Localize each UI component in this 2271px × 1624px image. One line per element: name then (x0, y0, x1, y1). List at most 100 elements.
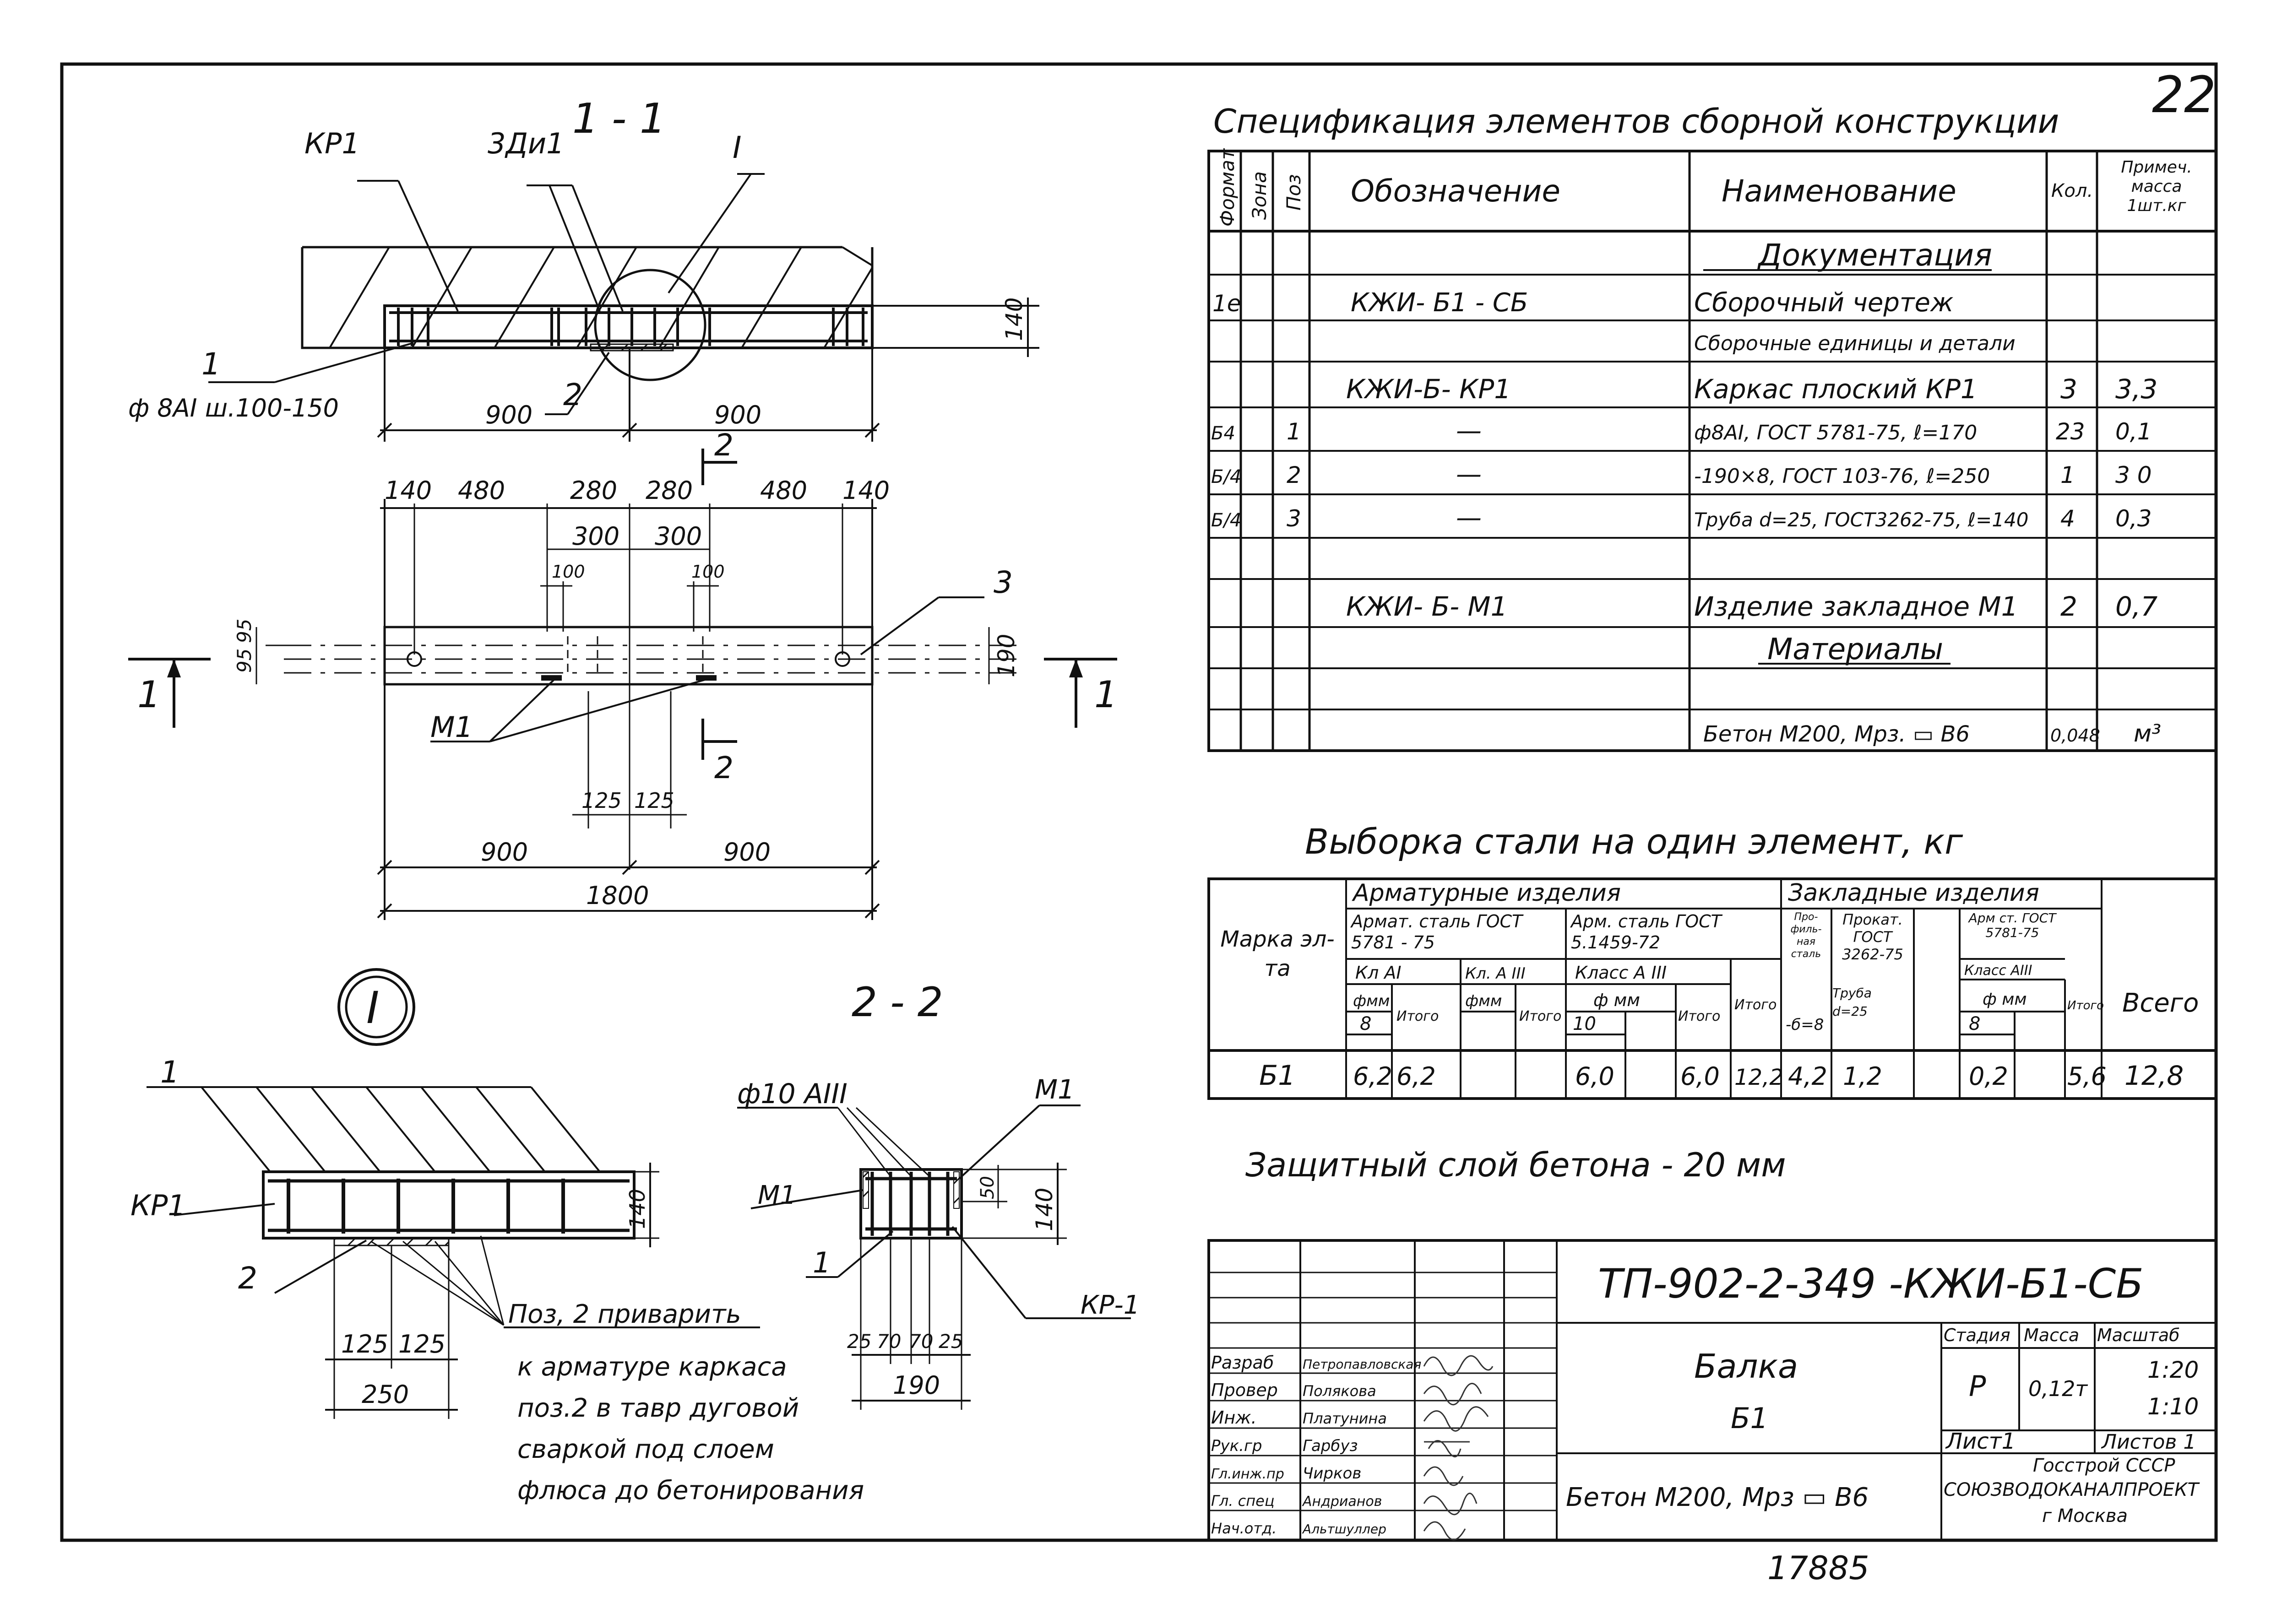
section-1-1: 1 - 1 (128, 95, 1039, 442)
stamp-role-6: Гл. спец (1211, 1492, 1275, 1510)
title-block: ТП-902-2-349 -КЖИ-Б1-СБ Балка Б1 Бетон М… (1207, 1239, 2217, 1542)
node-dim-125-right: 125 (398, 1330, 446, 1359)
steel-h-itogo-1: Итого (1396, 1008, 1439, 1024)
steel-r-v3: 4,2 (1788, 1062, 1827, 1091)
node-dim-250: 250 (362, 1380, 409, 1409)
spec-r1-designation: КЖИ- Б1 - СБ (1351, 288, 1528, 318)
dim-300-right: 300 (655, 522, 702, 551)
spec-r3-designation: КЖИ-Б- КР1 (1346, 374, 1511, 405)
protective-layer-note: Защитный слой бетона - 20 мм (1245, 1146, 1786, 1184)
spec-r6-qty: 4 (2060, 505, 2075, 532)
steel-r-v5: 0,2 (1969, 1062, 2008, 1091)
stamp-sheets: Листов 1 (2101, 1430, 2196, 1454)
steel-h-truba: Труба d=25 (1832, 985, 1872, 1019)
dim-top-480-left: 480 (458, 476, 505, 505)
stamp-massa: 0,12т (2028, 1376, 2088, 1401)
spec-r5-name: -190×8, ГОСТ 103-76, ℓ=250 (1694, 465, 1990, 488)
spec-r4-name: ф8АI, ГОСТ 5781-75, ℓ=170 (1694, 421, 1977, 444)
dim-top-280-right: 280 (646, 476, 693, 505)
s22-dim-25-left: 25 (847, 1330, 871, 1353)
spec-h-note: Примеч. масса 1шт.кг (2121, 158, 2192, 215)
label-kr1: КР1 (304, 127, 360, 160)
spec-r5-qty: 1 (2060, 462, 2075, 488)
steel-h-fmm: фмм (1353, 992, 1390, 1010)
stamp-org-2: СОЮЗВОДОКАНАЛПРОЕКТ (1944, 1479, 2200, 1500)
steel-r-itogo: 12,2 (1734, 1065, 1783, 1090)
s22-dim-140: 140 (1031, 1188, 1058, 1231)
cut-2-top: 2 (714, 428, 733, 463)
spec-r10-note: м³ (2134, 720, 2161, 747)
s22-dim-25-right: 25 (939, 1330, 963, 1353)
s22-dim-190: 190 (893, 1371, 940, 1400)
spec-h-name: Наименование (1722, 173, 1956, 209)
section-2-2-title: 2 - 2 (852, 979, 943, 1026)
steel-h-fmm3: ф мм (1593, 990, 1640, 1010)
spec-row-documentation: Документация (1757, 238, 1992, 273)
steel-r-vsego: 12,8 (2124, 1060, 2184, 1091)
weld-note-line-3: поз.2 в тавр дуговой (517, 1393, 799, 1423)
stamp-person-1: Петропавловская (1303, 1357, 1421, 1372)
node-i-detail: I 2 - 2 1 КР1 2 (130, 968, 943, 1505)
page-number: 22 (2152, 65, 2216, 124)
stamp-mark: Б1 (1731, 1402, 1768, 1435)
spec-r8-name: Изделие закладное М1 (1694, 591, 2018, 622)
steel-table: Выборка стали на один элемент, кг (1207, 821, 2217, 1100)
dim-100-left: 100 (552, 562, 585, 582)
steel-h-marka: Марка эл-та (1220, 926, 1335, 981)
spec-r8-mass: 0,7 (2115, 591, 2157, 622)
stamp-role-2: Провер (1211, 1380, 1278, 1400)
dim-900-left: 900 (485, 401, 532, 429)
label-pos3: 3 (994, 565, 1013, 600)
spec-r6-format: Б/4 (1211, 510, 1241, 531)
steel-r-v2t: 6,0 (1680, 1062, 1720, 1091)
stamp-h-massa: Масса (2024, 1325, 2079, 1345)
node-pos1: 1 (160, 1055, 179, 1090)
steel-r-v2: 6,0 (1575, 1062, 1614, 1091)
label-pos1: 1 (201, 346, 221, 382)
s22-pos1: 1 (813, 1246, 831, 1279)
weld-note-line-5: флюса до бетонирования (517, 1476, 864, 1505)
stamp-role-1: Разраб (1211, 1353, 1274, 1373)
label-m1: M1 (430, 710, 473, 744)
stamp-person-7: Альтшуллер (1302, 1521, 1386, 1537)
dim-100-right: 100 (691, 562, 725, 582)
steel-h-fmm2: фмм (1465, 992, 1502, 1010)
node-kr1: КР1 (130, 1189, 186, 1222)
stamp-name: Балка (1694, 1347, 1798, 1386)
node-circle-label: I (366, 982, 379, 1034)
spec-r4-designation: — (1456, 416, 1482, 446)
stamp-h-masshtab: Масштаб (2097, 1325, 2180, 1345)
steel-h-d10: 10 (1573, 1013, 1596, 1034)
sheet-frame (60, 62, 2218, 1542)
stamp-role-4: Рук.гр (1211, 1437, 1262, 1455)
dim-top-140-left: 140 (385, 476, 432, 505)
stamp-h-stadia: Стадия (1944, 1325, 2010, 1345)
dim-1800: 1800 (586, 881, 649, 910)
dim-125-right: 125 (634, 788, 674, 813)
steel-r-v4: 1,2 (1843, 1062, 1882, 1091)
dim-300-left: 300 (572, 522, 619, 551)
steel-h-klass3: Класс АIII (1964, 963, 2032, 979)
dim-95-upper: 95 (233, 619, 255, 643)
label-rebar: ф 8АI ш.100-150 (128, 394, 339, 422)
dim-900-bottom-right: 900 (723, 838, 771, 866)
stamp-person-4: Гарбуз (1303, 1437, 1358, 1455)
spec-r1-format: 1е (1212, 290, 1241, 317)
node-pos2: 2 (238, 1261, 257, 1296)
label-node-i: I (733, 130, 741, 165)
dim-900-bottom-left: 900 (481, 838, 528, 866)
stamp-org-1: Госстрой СССР (2033, 1455, 2175, 1476)
stamp-scale-2: 1:10 (2147, 1393, 2199, 1420)
steel-h-itogo-3: Итого (1678, 1008, 1720, 1024)
steel-h-armst: Арм ст. ГОСТ 5781-75 (1968, 911, 2056, 940)
spec-r3-name: Каркас плоский КР1 (1694, 374, 1978, 405)
spec-r4-format: Б4 (1211, 423, 1235, 444)
spec-r6-mass: 0,3 (2115, 505, 2152, 532)
weld-note-line-2: к арматуре каркаса (517, 1352, 787, 1382)
steel-h-k2: Кл. А III (1465, 964, 1526, 983)
dim-top-140-right: 140 (842, 476, 890, 505)
spec-r5-format: Б/4 (1211, 466, 1241, 487)
steel-h-prokat: Прокат. ГОСТ 3262-75 (1842, 911, 1903, 963)
cut-1-left: 1 (137, 673, 161, 716)
steel-h-a1: Армат. сталь ГОСТ 5781 - 75 (1351, 911, 1523, 953)
